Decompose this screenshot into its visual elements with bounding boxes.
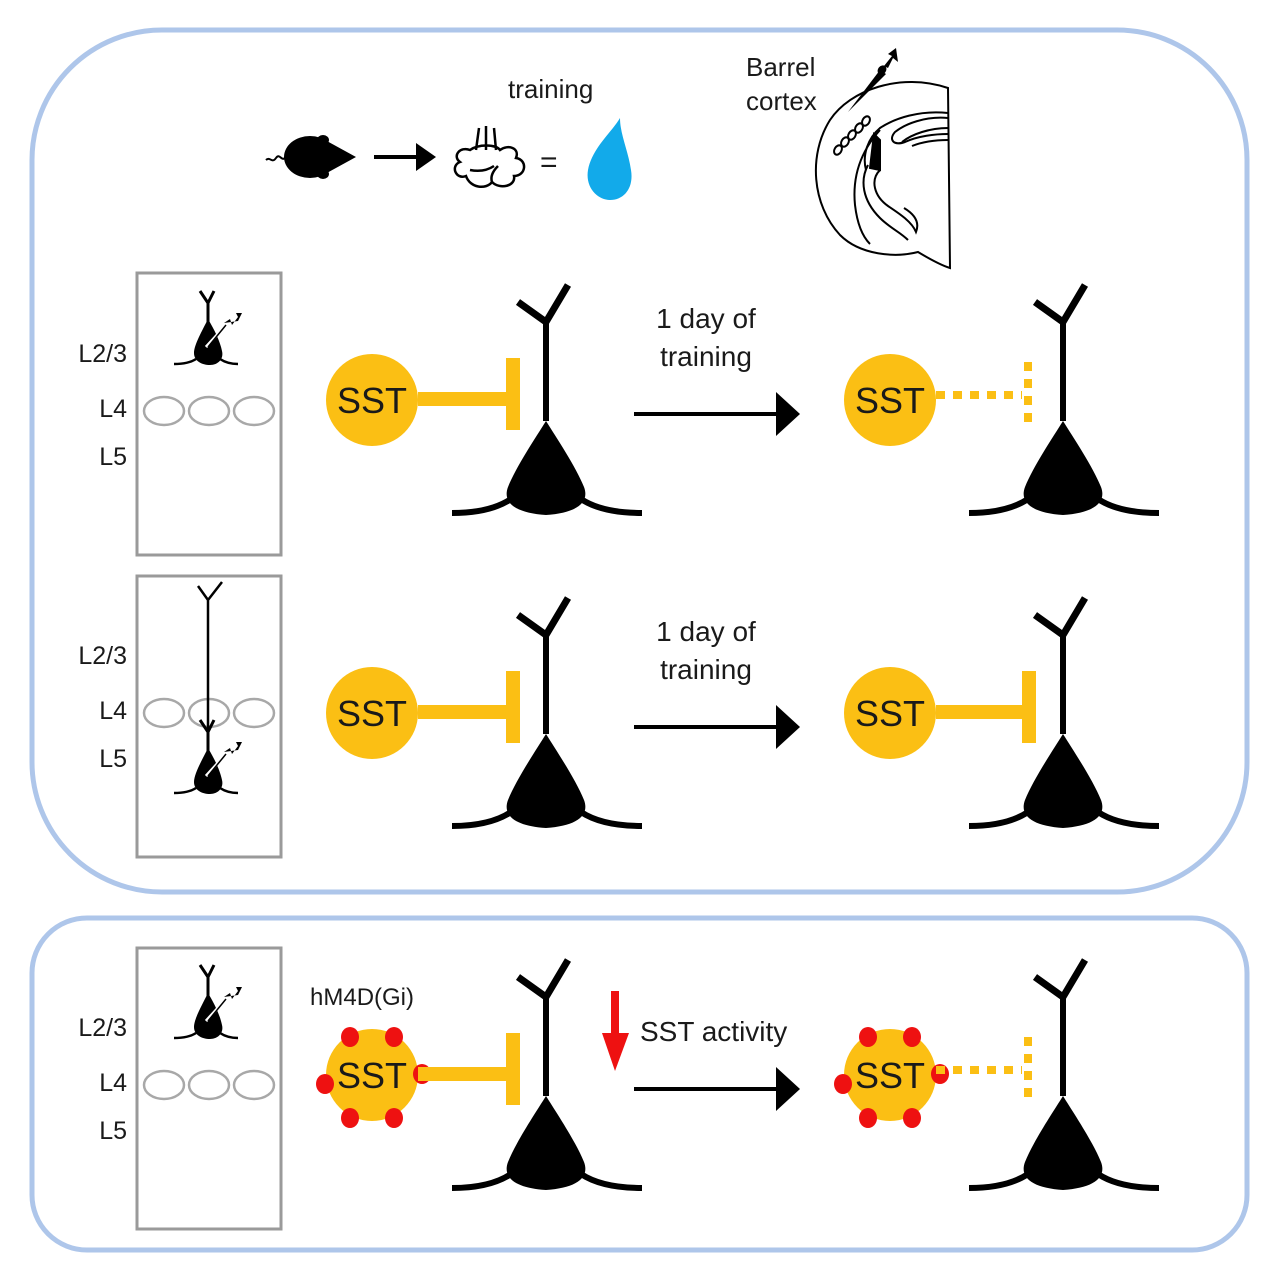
layer-label-l5: L5	[99, 745, 127, 773]
cortical-layer-box	[135, 271, 283, 557]
layer-label-l4: L4	[99, 395, 127, 423]
sst-cell: SST	[834, 1027, 949, 1128]
arrow-right-icon	[374, 143, 436, 171]
hm4d-receptor-dot	[859, 1027, 877, 1047]
hm4d-receptor-dot	[834, 1074, 852, 1094]
inhibitory-synapse	[936, 671, 1036, 743]
barrel-icon	[232, 697, 276, 729]
barrel-icon	[187, 395, 231, 427]
synapse-stem	[418, 1067, 512, 1081]
arrow-label-line1: 1 day of	[656, 616, 756, 647]
weakened-inhibitory-synapse	[936, 362, 1032, 430]
sst-soma	[844, 1029, 936, 1121]
synapse-stem	[418, 392, 512, 406]
arrow-label-line2: training	[660, 654, 752, 685]
inhibitory-synapse	[418, 358, 520, 430]
hm4d-receptor-dot	[903, 1108, 921, 1128]
synapse-stem	[936, 705, 1028, 719]
arrow-label-line2: training	[660, 341, 752, 372]
sst-soma	[844, 354, 936, 446]
barrel-cortex-label-line2: cortex	[746, 86, 817, 116]
receptor-label: hM4D(Gi)	[310, 984, 414, 1011]
hm4d-receptor-dot	[385, 1108, 403, 1128]
recorded-neuron-icon	[172, 289, 244, 367]
layer-label-l2-3: L2/3	[78, 340, 127, 368]
hm4d-receptor-dot	[341, 1108, 359, 1128]
sst-label: SST	[337, 1055, 407, 1096]
water-drop-icon	[587, 118, 632, 200]
layer-label-l4: L4	[99, 697, 127, 725]
barrel-icon	[232, 395, 276, 427]
sst-label: SST	[855, 693, 925, 734]
mouse-icon	[265, 135, 356, 179]
sst-label: SST	[855, 1055, 925, 1096]
sst-soma	[326, 1029, 418, 1121]
weakened-inhibitory-synapse	[936, 1037, 1032, 1105]
brain-section-icon	[814, 81, 952, 270]
sst-cell: SST	[844, 354, 936, 446]
synapse-bar	[506, 1033, 520, 1105]
barrel-icon	[187, 1069, 231, 1101]
cortical-layer-box	[135, 946, 283, 1231]
synapse-bar	[506, 671, 520, 743]
sst-cell: SST	[326, 354, 418, 446]
synapse-stem	[418, 705, 512, 719]
recorded-neuron-icon	[172, 963, 244, 1041]
inhibitory-synapse	[418, 671, 520, 743]
sst-cell: SST	[316, 1027, 431, 1128]
bottom-panel-border	[29, 915, 1250, 1253]
layer-label-l2-3: L2/3	[78, 1014, 127, 1042]
equals-sign: =	[540, 146, 558, 179]
layer-label-l5: L5	[99, 443, 127, 471]
air-puff-icon	[453, 126, 526, 189]
sst-soma	[844, 667, 936, 759]
layer-label-l5: L5	[99, 1117, 127, 1145]
barrel-icon	[232, 1069, 276, 1101]
sst-label: SST	[855, 380, 925, 421]
synapse-bar	[1022, 671, 1036, 743]
top-panel-border	[29, 27, 1250, 895]
recorded-neuron-icon	[172, 718, 244, 796]
training-label: training	[508, 74, 593, 104]
layer-label-l4: L4	[99, 1069, 127, 1097]
sst-label: SST	[337, 693, 407, 734]
transition-arrow-head	[776, 705, 800, 749]
down-arrow-icon-shaft	[611, 991, 619, 1037]
arrow-label-line1: 1 day of	[656, 303, 756, 334]
barrel-icon	[142, 697, 186, 729]
hm4d-receptor-dot	[385, 1027, 403, 1047]
pyramidal-neuron-icon	[969, 285, 1159, 515]
down-arrow-icon	[602, 1033, 629, 1071]
transition-arrow-head	[776, 392, 800, 436]
barrel-icon	[142, 1069, 186, 1101]
hm4d-receptor-dot	[316, 1074, 334, 1094]
layer-label-l2-3: L2/3	[78, 642, 127, 670]
hm4d-receptor-dot	[859, 1108, 877, 1128]
sst-cell: SST	[326, 667, 418, 759]
barrel-cortex-label-line1: Barrel	[746, 52, 815, 82]
sst-cell: SST	[844, 667, 936, 759]
sst-soma	[326, 354, 418, 446]
synapse-bar	[506, 358, 520, 430]
barrel-icon	[142, 395, 186, 427]
cortical-layer-box	[135, 574, 283, 859]
pyramidal-neuron-icon	[969, 960, 1159, 1190]
hm4d-receptor-dot	[903, 1027, 921, 1047]
arrow-label: SST activity	[640, 1016, 787, 1047]
transition-arrow-head	[776, 1067, 800, 1111]
sst-soma	[326, 667, 418, 759]
sst-label: SST	[337, 380, 407, 421]
recording-electrode-icon	[848, 48, 898, 112]
inhibitory-synapse	[418, 1033, 520, 1105]
hm4d-receptor-dot	[341, 1027, 359, 1047]
